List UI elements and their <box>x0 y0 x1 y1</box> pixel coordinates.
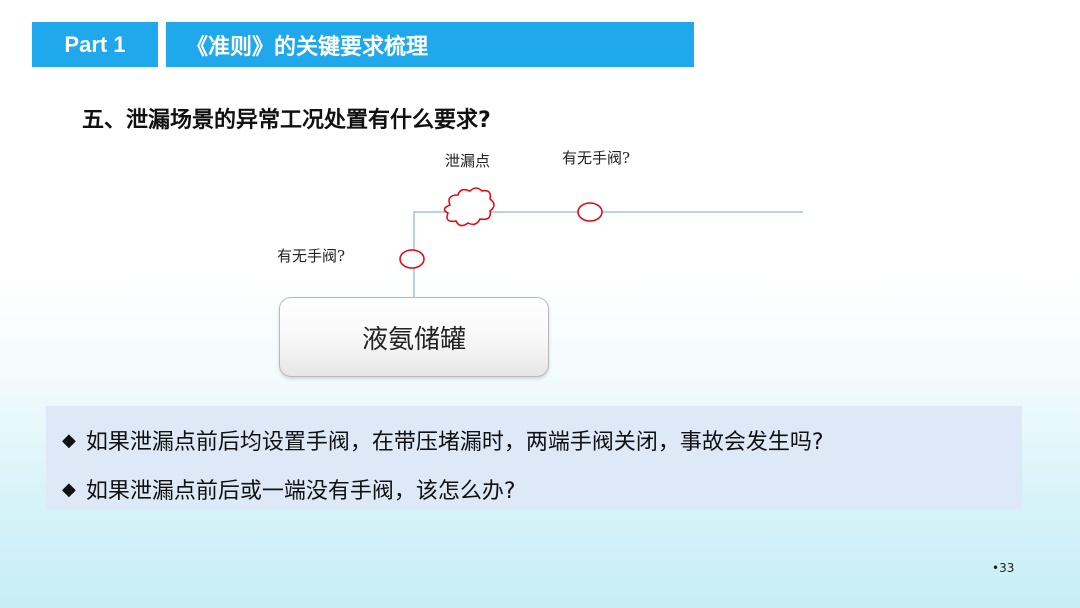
ammonia-tank: 液氨储罐 <box>279 297 549 377</box>
leak-point-icon <box>443 187 495 227</box>
question-text: 如果泄漏点前后均设置手阀，在带压堵漏时，两端手阀关闭，事故会发生吗? <box>85 430 824 455</box>
question-item: ◆ 如果泄漏点前后均设置手阀，在带压堵漏时，两端手阀关闭，事故会发生吗? <box>62 424 824 456</box>
page-number: •33 <box>992 561 1015 575</box>
valve-label-left: 有无手阀? <box>277 247 346 265</box>
valve-marker-left <box>399 249 425 269</box>
diamond-bullet-icon: ◆ <box>62 478 76 500</box>
question-text: 如果泄漏点前后或一端没有手阀，该怎么办? <box>85 479 516 504</box>
question-title: 五、泄漏场景的异常工况处置有什么要求? <box>82 108 491 133</box>
diamond-bullet-icon: ◆ <box>62 429 76 451</box>
question-box: ◆ 如果泄漏点前后均设置手阀，在带压堵漏时，两端手阀关闭，事故会发生吗? ◆ 如… <box>46 406 1022 509</box>
leak-point-label: 泄漏点 <box>445 152 491 170</box>
question-item: ◆ 如果泄漏点前后或一端没有手阀，该怎么办? <box>62 473 516 505</box>
pipe-line <box>413 211 803 297</box>
valve-label-top: 有无手阀? <box>562 149 631 167</box>
section-title: 《准则》的关键要求梳理 <box>166 22 694 67</box>
part-label: Part 1 <box>32 22 158 67</box>
valve-marker-top <box>577 202 603 222</box>
